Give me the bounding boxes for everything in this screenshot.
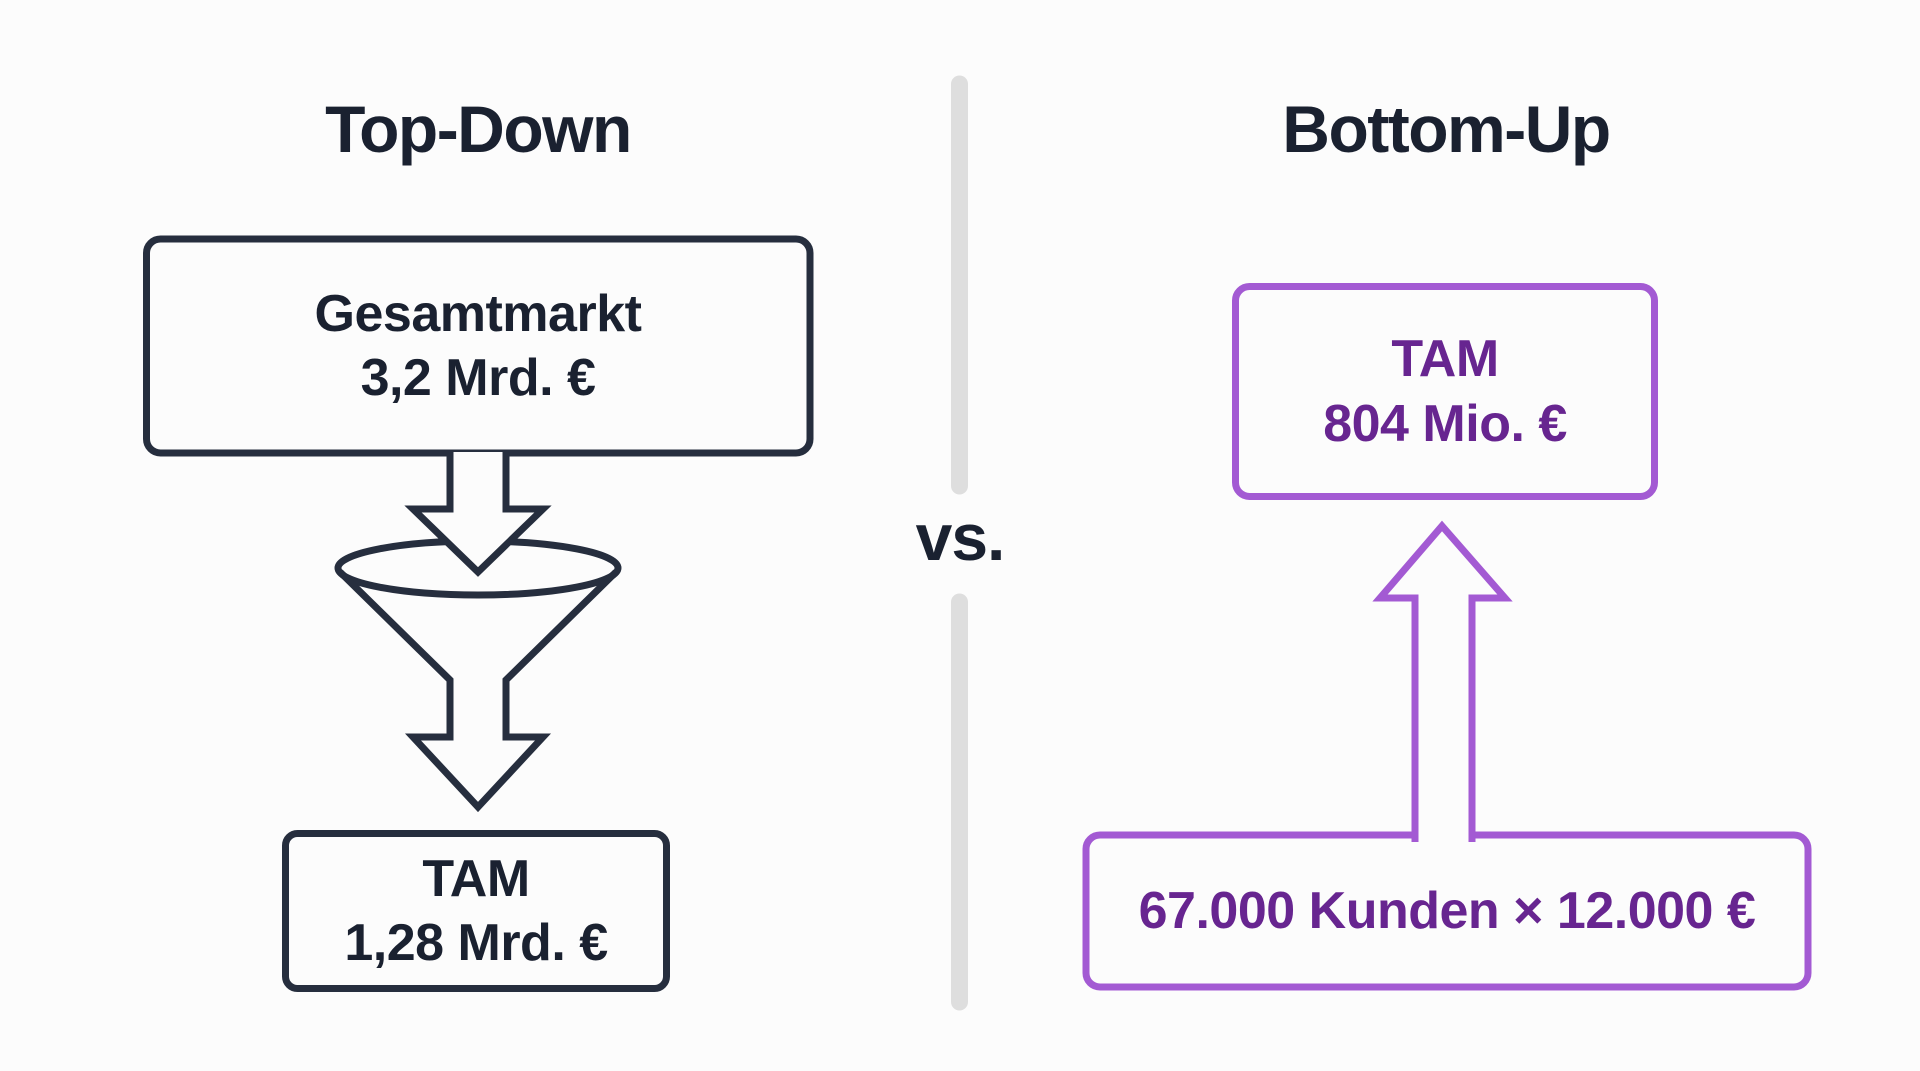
tam-right-box-label: TAM 804 Mio. €: [1235, 286, 1655, 497]
tam-right-box-shape: [1232, 283, 1658, 500]
market-box-line2: 3,2 Mrd. €: [360, 349, 596, 407]
vs-label: vs.: [915, 500, 1006, 574]
tam-left-box-label: TAM 1,28 Mrd. €: [285, 833, 667, 989]
down-arrow-icon: [404, 452, 552, 577]
tam-left-line1: TAM: [422, 849, 530, 908]
calc-box-text: 67.000 Kunden × 12.000 €: [1138, 881, 1756, 940]
market-box-label: Gesamtmarkt 3,2 Mrd. €: [146, 239, 810, 453]
bottom-up-title: Bottom-Up: [1282, 92, 1611, 166]
tam-left-box-shape: [282, 830, 670, 992]
top-down-title: Top-Down: [325, 92, 632, 166]
market-box-line1: Gesamtmarkt: [314, 284, 642, 343]
calc-box-label: 67.000 Kunden × 12.000 €: [1086, 835, 1808, 987]
tam-right-line2: 804 Mio. €: [1323, 394, 1567, 453]
tam-right-line1: TAM: [1391, 330, 1499, 389]
funnel-down-arrow-icon: [337, 569, 619, 813]
tam-left-line2: 1,28 Mrd. €: [344, 914, 608, 972]
up-arrow-icon: [1372, 520, 1513, 842]
